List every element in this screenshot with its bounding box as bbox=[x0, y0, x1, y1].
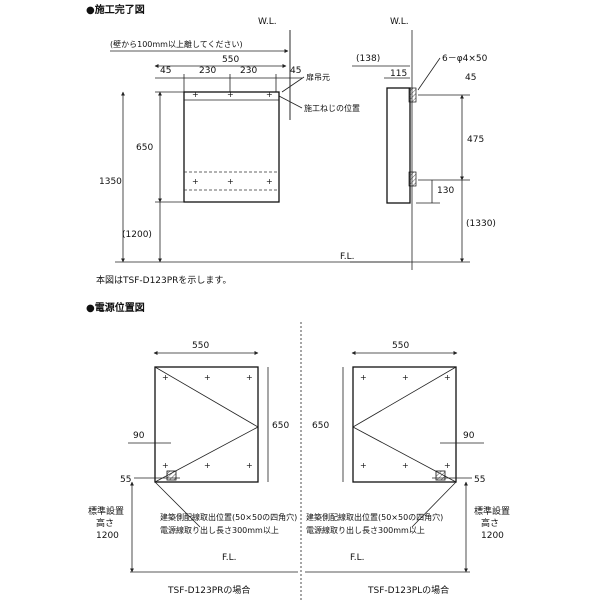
left-diag-1 bbox=[154, 366, 259, 428]
left-dim-55: 55 bbox=[120, 475, 131, 485]
screw-mark-1: + bbox=[192, 90, 199, 99]
side-dim-475: 475 bbox=[467, 135, 484, 145]
right-screw-3: + bbox=[444, 373, 451, 382]
right-wiring-hole bbox=[435, 470, 446, 481]
left-note-line2: 電源線取り出し長さ300mm以上 bbox=[160, 525, 279, 535]
screw-mark-4: + bbox=[192, 177, 199, 186]
power-position-left: 550 + + + + + + 650 90 55 標準設置 高さ 1200 建… bbox=[88, 341, 298, 596]
left-dim-90: 90 bbox=[133, 431, 145, 441]
right-dim-90: 90 bbox=[463, 431, 475, 441]
right-diag-1 bbox=[352, 366, 457, 428]
left-cabinet bbox=[154, 366, 259, 483]
right-dim-55: 55 bbox=[474, 475, 485, 485]
right-dim-650: 650 bbox=[312, 421, 329, 431]
left-screw-6: + bbox=[246, 461, 253, 470]
screw-mark-3: + bbox=[266, 90, 273, 99]
power-position-right: 550 + + + + + + 650 90 55 標準設置 高さ 1200 建… bbox=[305, 341, 510, 596]
right-std-label-1: 標準設置 bbox=[474, 505, 510, 517]
right-screw-6: + bbox=[444, 461, 451, 470]
right-leader bbox=[411, 481, 457, 528]
front-dim-45-right: 45 bbox=[290, 66, 301, 76]
front-dim-230-a: 230 bbox=[199, 66, 216, 76]
side-dim-115: 115 bbox=[390, 69, 407, 79]
left-dim-650: 650 bbox=[272, 421, 289, 431]
front-dim-1200: (1200) bbox=[122, 230, 152, 240]
side-dim-45: 45 bbox=[465, 73, 476, 83]
left-wiring-hole bbox=[166, 470, 177, 481]
right-screw-2: + bbox=[402, 373, 409, 382]
left-screw-3: + bbox=[246, 373, 253, 382]
right-dim-550: 550 bbox=[392, 341, 409, 351]
left-dim-550: 550 bbox=[192, 341, 209, 351]
left-caption: TSF-D123PRの場合 bbox=[167, 584, 250, 596]
side-bracket-bottom bbox=[408, 171, 417, 187]
front-dim-550: 550 bbox=[222, 55, 239, 65]
left-screw-5: + bbox=[204, 461, 211, 470]
side-screw-leader bbox=[417, 57, 441, 91]
right-screw-1: + bbox=[360, 373, 367, 382]
right-std-label-2: 高さ bbox=[481, 517, 499, 529]
side-screw-spec: 6－φ4×50 bbox=[442, 54, 488, 64]
right-note-line1: 建築側配線取出位置(50×50の四角穴) bbox=[306, 512, 443, 522]
left-screw-1: + bbox=[162, 373, 169, 382]
right-screw-5: + bbox=[402, 461, 409, 470]
wall-clearance-note: (壁から100mm以上離してください) bbox=[110, 39, 243, 49]
screw-position-label: 施工ねじの位置 bbox=[304, 103, 360, 113]
left-std-label-1: 標準設置 bbox=[88, 505, 124, 517]
screw-mark-5: + bbox=[227, 177, 234, 186]
front-dim-650: 650 bbox=[136, 143, 153, 153]
hinge-label: 扉吊元 bbox=[306, 72, 330, 82]
right-cabinet bbox=[352, 366, 457, 483]
front-dim-230-b: 230 bbox=[240, 66, 257, 76]
side-dim-138: (138) bbox=[356, 54, 380, 64]
side-dim-130: 130 bbox=[437, 186, 454, 196]
front-cabinet bbox=[183, 91, 280, 203]
left-std-value: 1200 bbox=[96, 531, 119, 541]
side-cabinet bbox=[386, 87, 411, 204]
left-std-label-2: 高さ bbox=[96, 517, 114, 529]
section2-heading: ●電源位置図 bbox=[86, 301, 145, 314]
left-leader bbox=[154, 481, 201, 528]
wl-label-front: W.L. bbox=[258, 17, 277, 27]
section1-caption: 本図はTSF-D123PRを示します。 bbox=[96, 274, 232, 286]
screw-leader bbox=[278, 95, 303, 109]
right-screw-4: + bbox=[360, 461, 367, 470]
wl-label-side: W.L. bbox=[390, 17, 409, 27]
front-dim-1350: 1350 bbox=[99, 177, 122, 187]
left-fl-label: F.L. bbox=[222, 553, 236, 563]
right-fl-label: F.L. bbox=[350, 553, 364, 563]
hinge-leader bbox=[281, 76, 305, 93]
left-note-line1: 建築側配線取出位置(50×50の四角穴) bbox=[160, 512, 297, 522]
section1-heading: ●施工完了図 bbox=[86, 3, 145, 16]
right-caption: TSF-D123PLの場合 bbox=[367, 584, 449, 596]
side-dim-1330: (1330) bbox=[466, 219, 496, 229]
left-screw-4: + bbox=[162, 461, 169, 470]
side-bracket-top bbox=[408, 87, 417, 103]
right-std-value: 1200 bbox=[481, 531, 504, 541]
left-screw-2: + bbox=[204, 373, 211, 382]
screw-mark-2: + bbox=[227, 90, 234, 99]
screw-mark-6: + bbox=[266, 177, 273, 186]
right-note-line2: 電源線取り出し長さ300mm以上 bbox=[306, 525, 425, 535]
front-fl-label: F.L. bbox=[340, 252, 354, 262]
front-dim-45-left: 45 bbox=[160, 66, 171, 76]
